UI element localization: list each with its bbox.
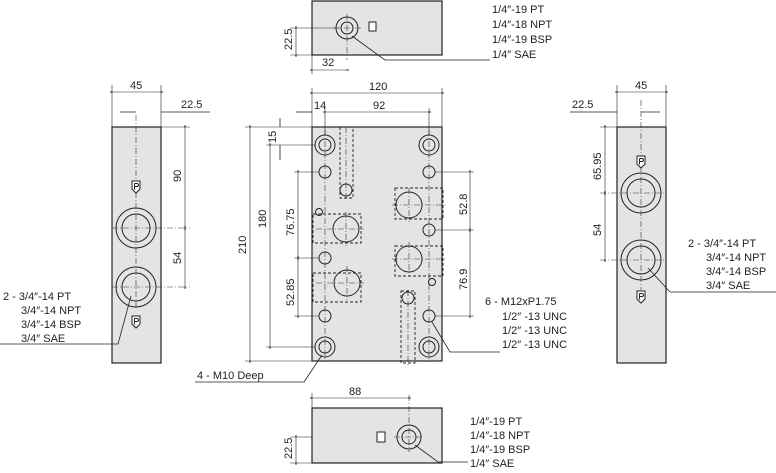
port-marker-icon xyxy=(368,21,377,32)
right-port-label: 3/4″-14 NPT xyxy=(706,252,766,264)
left-dim-22-5: 22.5 xyxy=(181,99,202,111)
front-dim-180: 180 xyxy=(257,210,269,228)
left-dim-54: 54 xyxy=(172,252,184,264)
mount-label: 4 - M10 Deep xyxy=(197,370,264,382)
left-port-label: 3/4″ SAE xyxy=(21,333,65,345)
bottom-view: 88 22.5 1/4″-19 PT 1/4″-18 NPT 1/4″-19 B… xyxy=(283,386,530,470)
top-view: 22.5 32 1/4″-19 PT 1/4″-18 NPT 1/4″-19 B… xyxy=(283,0,552,74)
bottom-dim-22-5: 22.5 xyxy=(283,438,295,459)
left-port-label: 3/4″-14 NPT xyxy=(21,305,81,317)
right-port-label: 3/4″ SAE xyxy=(706,280,750,292)
top-port-label: 1/4″ SAE xyxy=(492,49,536,61)
right-port-label: 3/4″-14 BSP xyxy=(706,266,766,278)
front-dim-14: 14 xyxy=(314,100,326,112)
bottom-port-label: 1/4″-18 NPT xyxy=(470,430,530,442)
bottom-port-label: 1/4″ SAE xyxy=(470,458,514,470)
left-port-label: 3/4″-14 BSP xyxy=(21,319,81,331)
front-dim-52-85: 52.85 xyxy=(285,278,297,306)
thread-label: 1/2″ -13 UNC xyxy=(502,325,567,337)
top-port-label: 1/4″-19 BSP xyxy=(492,34,552,46)
thread-label: 6 - M12xP1.75 xyxy=(485,296,557,308)
bottom-port-label: 1/4″-19 PT xyxy=(470,416,522,428)
right-dim-65-95: 65.95 xyxy=(592,152,604,180)
front-dim-92: 92 xyxy=(373,100,385,112)
top-dim-22-5: 22.5 xyxy=(283,29,295,50)
left-dim-45: 45 xyxy=(130,80,142,92)
thread-label: 1/2″ -13 UNC xyxy=(502,311,567,323)
front-dim-120: 120 xyxy=(369,81,387,93)
front-dim-76-9: 76.9 xyxy=(458,269,470,290)
right-dim-54: 54 xyxy=(592,224,604,236)
thread-label: 1/2″ -13 UNC xyxy=(502,339,567,351)
front-dim-210: 210 xyxy=(237,236,249,254)
front-dim-76-75: 76.75 xyxy=(285,208,297,236)
right-dim-22-5: 22.5 xyxy=(572,99,593,111)
right-view: 45 22.5 65.95 54 2 - 3/4″-14 PT 3/4″-14 … xyxy=(570,80,776,364)
left-dim-90: 90 xyxy=(172,170,184,182)
top-port-label: 1/4″-19 PT xyxy=(492,4,544,16)
front-dim-15: 15 xyxy=(267,131,279,143)
port-marker-icon xyxy=(376,431,386,443)
front-dim-52-8: 52.8 xyxy=(458,194,470,215)
top-port-label: 1/4″-18 NPT xyxy=(492,19,552,31)
bottom-dim-88: 88 xyxy=(349,386,361,398)
front-view: 120 14 92 210 180 15 76.75 52.85 52.8 76… xyxy=(195,81,567,383)
right-port-label: 2 - 3/4″-14 PT xyxy=(688,238,756,250)
left-port-label: 2 - 3/4″-14 PT xyxy=(3,291,71,303)
right-dim-45: 45 xyxy=(635,80,647,92)
top-dim-32: 32 xyxy=(322,57,334,69)
bottom-port-label: 1/4″-19 BSP xyxy=(470,444,530,456)
left-view: 45 22.5 90 54 2 - 3/4″-14 PT 3/4″-14 NPT… xyxy=(0,80,210,364)
